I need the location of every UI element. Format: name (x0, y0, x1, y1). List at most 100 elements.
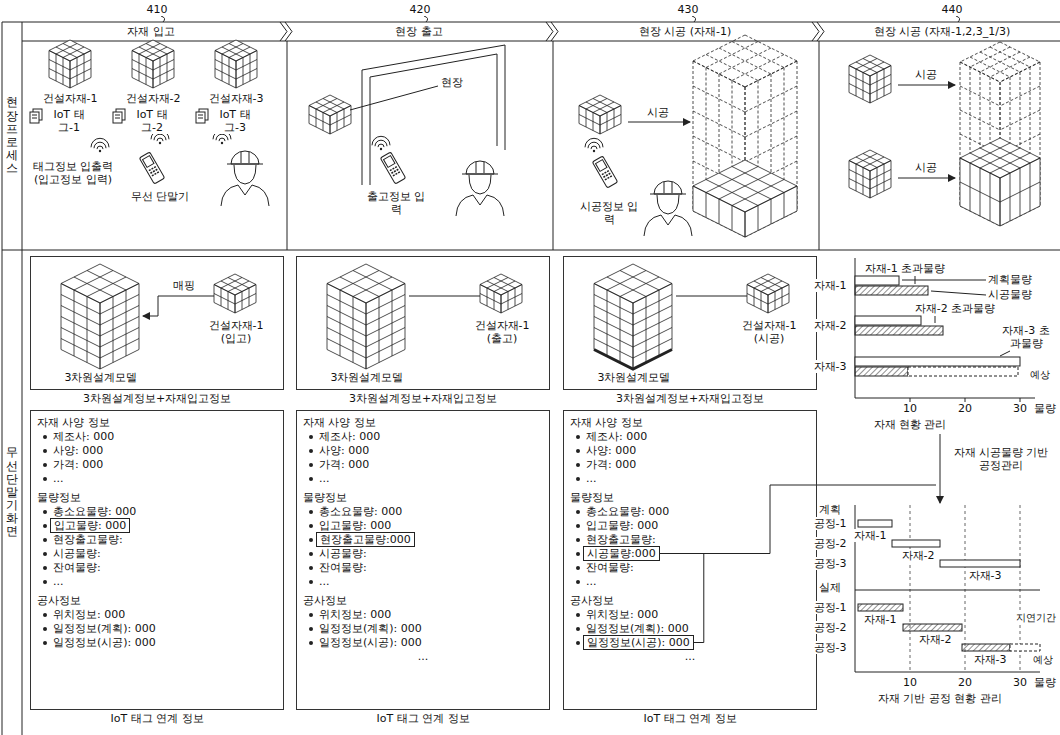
field-text: ... (319, 575, 330, 588)
info-panel: 자재 사양 정보제조사: 000사양: 000가격: 000...물량정보총소요… (30, 410, 284, 710)
label: 예상 (1032, 653, 1054, 666)
installed-layer-edge (594, 350, 672, 370)
frame-line (22, 22, 23, 735)
bullet (309, 580, 313, 584)
bullet (309, 641, 313, 645)
worker-body (221, 185, 269, 206)
leader-line (931, 291, 986, 295)
callout-number: 410 (146, 3, 169, 16)
field-text: 입고물량: 000 (54, 519, 126, 532)
highlight-field: 시공물량:000 (583, 546, 660, 561)
plan-bar (855, 316, 921, 325)
section-heading: 자재 사양 정보 (37, 416, 110, 429)
chart-axis (855, 672, 1040, 673)
material-block (327, 264, 405, 369)
field-text: 일정정보(시공): 000 (53, 636, 156, 649)
terminal-key (153, 170, 155, 172)
field-text: 잔여물량: (53, 561, 101, 574)
label: 10 (902, 402, 918, 415)
field-text: 일정정보(계획): 000 (319, 622, 422, 635)
row-band: 무선단말기화면 (2, 250, 22, 735)
material-block (215, 40, 257, 88)
terminal-key (606, 174, 608, 176)
helmet-brim (227, 152, 263, 164)
terminal-key (151, 168, 153, 170)
field-text: 사양: 000 (586, 444, 636, 457)
terminal-key (395, 166, 397, 168)
label: 시공 (646, 106, 670, 119)
material-block (849, 55, 891, 103)
bullet (43, 580, 47, 584)
bullet (576, 566, 580, 570)
block-fill (49, 40, 91, 88)
plan-bar (892, 540, 940, 547)
bullet (43, 641, 47, 645)
iot-tag (30, 112, 39, 123)
field-text: ... (53, 472, 64, 485)
frame-line (2, 22, 1060, 23)
field-text: 현장출고물량:000 (320, 533, 411, 546)
terminal-key (390, 169, 392, 171)
label: 시공물량 (987, 288, 1033, 301)
label: 자재-3 초과물량 (999, 324, 1053, 350)
material-block (594, 264, 672, 369)
bullet (576, 449, 580, 453)
label: 공정-1 (813, 517, 848, 530)
bullet (309, 613, 313, 617)
terminal-key (602, 173, 604, 175)
field-text: 사양: 000 (319, 444, 369, 457)
label: 무선 단말기 (130, 190, 191, 203)
link-line (676, 296, 747, 297)
label: 물량 (1033, 676, 1057, 689)
block-fill (132, 40, 174, 88)
label: 시공정보 입력 (578, 200, 640, 226)
section-heading: 공사정보 (570, 594, 614, 607)
bullet (43, 435, 47, 439)
link-line (409, 296, 480, 297)
terminal-key (607, 170, 609, 172)
bullet (43, 538, 47, 542)
label: 자재-3 (813, 360, 848, 373)
field-text: 시공물량:000 (587, 547, 656, 560)
block-fill (214, 274, 256, 313)
block-fill (215, 40, 257, 88)
label: 자재-2 초과물량 (914, 302, 996, 315)
field-text: 사양: 000 (53, 444, 103, 457)
terminal-body (592, 156, 617, 188)
bullet (43, 449, 47, 453)
worker-body (456, 195, 504, 216)
plan-bar (855, 276, 899, 285)
info-panel: 자재 사양 정보제조사: 000사양: 000가격: 000...물량정보총소요… (296, 410, 550, 710)
block-fill (747, 274, 789, 313)
bullet (576, 613, 580, 617)
panel-caption: 3차원설계정보+자재입고정보 (30, 392, 284, 405)
block-fill (960, 138, 1040, 226)
actual-bar (855, 286, 928, 295)
actual-bar (858, 604, 903, 611)
tag-lines (32, 115, 37, 118)
actual-bar (962, 644, 1010, 651)
row-title: 무선단말기화면 (6, 446, 18, 538)
label: IoT 태그-1 (45, 108, 93, 134)
field-text: 제조사: 000 (53, 430, 114, 443)
bullet (576, 477, 580, 481)
model-name: 3차원설계모델 (307, 371, 427, 384)
bullet (576, 580, 580, 584)
terminal-key (605, 178, 607, 180)
helmet-brim (462, 162, 498, 174)
label: 자재-3 (973, 653, 1008, 666)
terminal-body (380, 152, 405, 184)
chart-axis (855, 398, 1035, 399)
field-text: 위치정보: 000 (53, 608, 125, 621)
label: 예상 (1029, 368, 1051, 381)
label: IoT 태그-3 (211, 108, 259, 134)
field-text: 가격: 000 (53, 458, 103, 471)
model-name: 3차원설계모델 (574, 371, 694, 384)
mapping-label: 매핑 (173, 279, 195, 292)
label: 물량 (1033, 402, 1057, 415)
model-panel: 3차원설계모델건설자재-1 (시공)3차원설계정보+자재입고정보 (563, 256, 817, 390)
label: 30 (1012, 676, 1028, 689)
bullet (309, 566, 313, 570)
column-line (553, 41, 554, 250)
callout-number: 440 (941, 3, 964, 16)
